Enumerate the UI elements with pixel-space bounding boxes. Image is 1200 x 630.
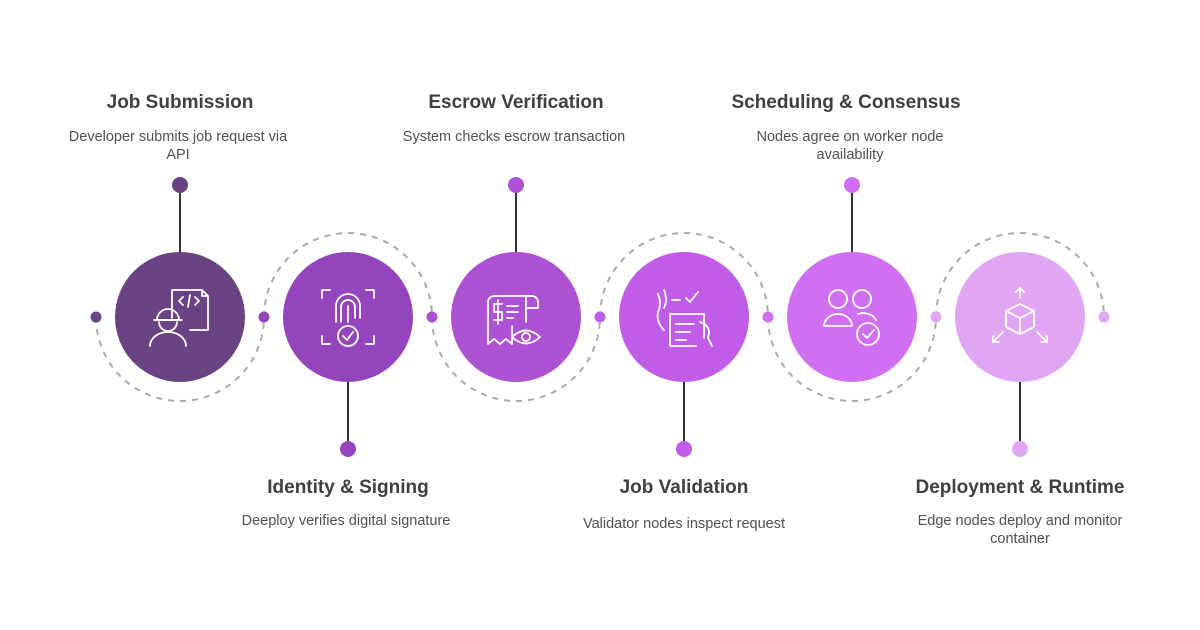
step-title-deployment-runtime: Deployment & Runtime: [915, 477, 1125, 498]
step-circle-job-validation: [619, 252, 749, 382]
connector-joint-dot: [594, 311, 606, 323]
step-title-scheduling-consensus: Scheduling & Consensus: [731, 92, 961, 113]
cube-deploy-icon: [992, 287, 1048, 343]
step-title-job-validation: Job Validation: [619, 477, 749, 498]
fingerprint-check-icon: [321, 289, 375, 347]
connector-joints: [90, 311, 1110, 323]
connector-joint-dot: [1098, 311, 1110, 323]
receipt-eye-icon: [487, 295, 541, 345]
stem-dot-escrow-verification: [508, 177, 524, 193]
step-description-job-validation: Validator nodes inspect request: [582, 516, 786, 532]
step-description-deployment-runtime: Edge nodes deploy and monitor container: [917, 513, 1123, 547]
step-description-job-submission: Developer submits job request via API: [68, 129, 288, 163]
step-description-escrow-verification: System checks escrow transaction: [402, 129, 626, 145]
connector-arc-identity-signing: [263, 232, 433, 318]
connector-arc-job-submission: [95, 316, 265, 402]
stem-dot-deployment-runtime: [1012, 441, 1028, 457]
connector-joint-dot: [930, 311, 942, 323]
connector-arcs: [95, 232, 1105, 402]
users-check-icon: [823, 289, 880, 346]
stem-dot-job-submission: [172, 177, 188, 193]
connector-joint-dot: [426, 311, 438, 323]
step-description-identity-signing: Deeploy verifies digital signature: [241, 513, 451, 529]
connector-joint-dot: [90, 311, 102, 323]
clipboard-check-icon: [656, 289, 713, 347]
step-circle-scheduling-consensus: [787, 252, 917, 382]
step-title-job-submission: Job Submission: [106, 92, 254, 113]
connector-arc-deployment-runtime: [935, 232, 1105, 318]
stem-dot-identity-signing: [340, 441, 356, 457]
stem-dot-job-validation: [676, 441, 692, 457]
developer-code-icon: [149, 289, 209, 347]
connector-joint-dot: [258, 311, 270, 323]
step-circle-job-submission: [115, 252, 245, 382]
step-stems: [172, 177, 1028, 457]
connector-arc-escrow-verification: [431, 316, 601, 402]
connector-joint-dot: [762, 311, 774, 323]
step-title-escrow-verification: Escrow Verification: [428, 92, 604, 113]
step-title-identity-signing: Identity & Signing: [267, 477, 429, 498]
connector-arc-scheduling-consensus: [767, 316, 937, 402]
step-description-scheduling-consensus: Nodes agree on worker node availability: [756, 129, 944, 163]
step-circle-escrow-verification: [451, 252, 581, 382]
stem-dot-scheduling-consensus: [844, 177, 860, 193]
connector-arc-job-validation: [599, 232, 769, 318]
